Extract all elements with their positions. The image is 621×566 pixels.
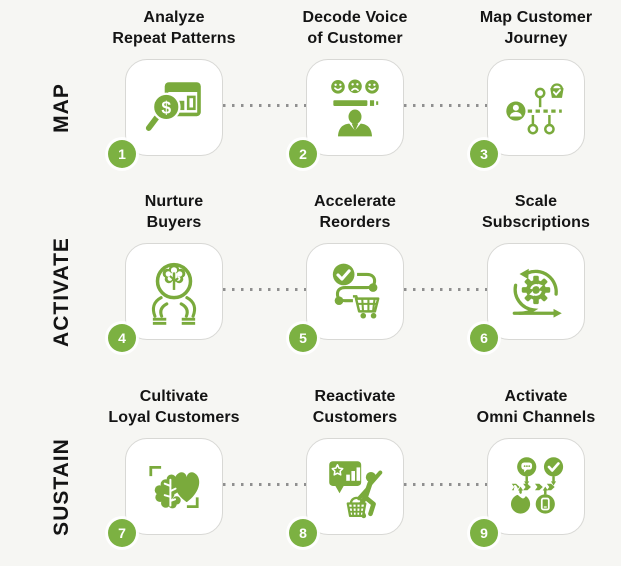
step-number-badge: 7	[108, 519, 136, 547]
step-card-box: $ 1	[108, 59, 223, 168]
step-card-box: 6	[470, 243, 585, 352]
step-title: Reactivate Customers	[313, 386, 397, 428]
step-card-2: Decode Voice of Customer	[289, 7, 407, 168]
step-title-line2: Buyers	[146, 214, 202, 231]
step-title: Nurture Buyers	[145, 191, 203, 233]
step-title-line2: Subscriptions	[482, 214, 590, 231]
dotted-connector	[223, 104, 306, 107]
step-title-line1: Map Customer	[479, 9, 593, 26]
step-card-7: Cultivate Loyal Customers	[108, 386, 240, 547]
step-card-1: Analyze Repeat Patterns $	[108, 7, 236, 168]
step-title: Activate Omni Channels	[477, 386, 596, 428]
step-title-line2: Omni Channels	[476, 409, 596, 426]
svg-text:$: $	[161, 97, 171, 117]
step-card-8: Reactivate Customers	[289, 386, 404, 547]
step-card-box: 2	[289, 59, 404, 168]
step-number: 6	[480, 330, 488, 346]
step-title-line2: of Customer	[307, 30, 403, 47]
check-path-cart-icon	[332, 263, 380, 319]
gear-cycle-arrows-icon	[512, 268, 562, 318]
dotted-connector	[404, 288, 487, 291]
step-card-box: 7	[108, 438, 223, 547]
step-card-box: 9	[470, 438, 585, 547]
step-card-3: Map Customer Journey	[470, 7, 592, 168]
step-number: 2	[299, 146, 307, 162]
step-number: 1	[118, 146, 126, 162]
step-title: Scale Subscriptions	[482, 191, 590, 233]
step-card-6: Scale Subscriptions	[470, 191, 590, 352]
step-title-line1: Reactivate	[314, 388, 396, 405]
step-title-line2: Loyal Customers	[108, 409, 240, 426]
step-number: 8	[299, 525, 307, 541]
step-card-4: Nurture Buyers	[108, 191, 223, 352]
row-label-wrap: SUSTAIN	[16, 437, 108, 536]
step-title-line1: Analyze	[143, 9, 205, 26]
dotted-connector	[404, 483, 487, 486]
step-number-badge: 3	[470, 140, 498, 168]
row-map: MAP Analyze Repeat Patterns	[0, 7, 621, 185]
step-number-badge: 5	[289, 324, 317, 352]
step-number-badge: 8	[289, 519, 317, 547]
step-title: Map Customer Journey	[480, 7, 592, 49]
brain-heart-icon	[149, 465, 200, 508]
hands-holding-tree-icon	[151, 262, 197, 325]
step-title-line1: Activate	[504, 388, 568, 405]
step-card-box: 4	[108, 243, 223, 352]
dotted-connector	[404, 104, 487, 107]
step-title-line2: Reorders	[319, 214, 391, 231]
cards-row-map: Analyze Repeat Patterns $	[108, 7, 592, 168]
step-title: Accelerate Reorders	[314, 191, 396, 233]
journey-path-basket-icon	[506, 82, 564, 135]
step-title-line2: Journey	[504, 30, 568, 47]
row-label-map: MAP	[49, 82, 73, 133]
step-card-5: Accelerate Reorders	[289, 191, 404, 352]
step-card-box: 8	[289, 438, 404, 547]
step-number: 4	[118, 330, 126, 346]
row-label-wrap: MAP	[16, 59, 108, 156]
step-title: Analyze Repeat Patterns	[112, 7, 235, 49]
step-number-badge: 1	[108, 140, 136, 168]
cards-row-activate: Nurture Buyers	[108, 191, 590, 352]
step-number: 7	[118, 525, 126, 541]
step-title-line1: Decode Voice	[302, 9, 408, 26]
step-number-badge: 9	[470, 519, 498, 547]
step-number-badge: 4	[108, 324, 136, 352]
row-sustain: SUSTAIN Cultivate Loyal Customers	[0, 386, 621, 564]
row-activate: ACTIVATE Nurture Buyers	[0, 191, 621, 369]
step-card-box: 5	[289, 243, 404, 352]
dotted-connector	[223, 483, 306, 486]
step-title-line1: Accelerate	[314, 193, 396, 210]
step-title-line1: Scale	[514, 193, 558, 210]
dotted-connector	[223, 288, 306, 291]
omni-channel-network-icon	[510, 456, 564, 514]
step-title-line1: Nurture	[144, 193, 204, 210]
step-title-line2: Repeat Patterns	[112, 30, 236, 47]
step-card-box: 3	[470, 59, 585, 168]
row-label-sustain: SUSTAIN	[50, 437, 73, 536]
step-title-line2: Customers	[312, 409, 398, 426]
step-number: 9	[480, 525, 488, 541]
feedback-faces-person-icon	[331, 79, 379, 136]
row-label-wrap: ACTIVATE	[16, 237, 108, 347]
step-number: 3	[480, 146, 488, 162]
step-card-9: Activate Omni Channels	[470, 386, 595, 547]
step-title: Cultivate Loyal Customers	[108, 386, 239, 428]
magnifier-dollar-chart-icon: $	[145, 81, 201, 131]
step-title: Decode Voice of Customer	[303, 7, 408, 49]
step-number: 5	[299, 330, 307, 346]
cards-row-sustain: Cultivate Loyal Customers	[108, 386, 595, 547]
step-number-badge: 6	[470, 324, 498, 352]
step-number-badge: 2	[289, 140, 317, 168]
step-title-line1: Cultivate	[139, 388, 209, 405]
row-label-activate: ACTIVATE	[50, 236, 74, 347]
review-bubble-person-basket-icon	[329, 460, 383, 518]
